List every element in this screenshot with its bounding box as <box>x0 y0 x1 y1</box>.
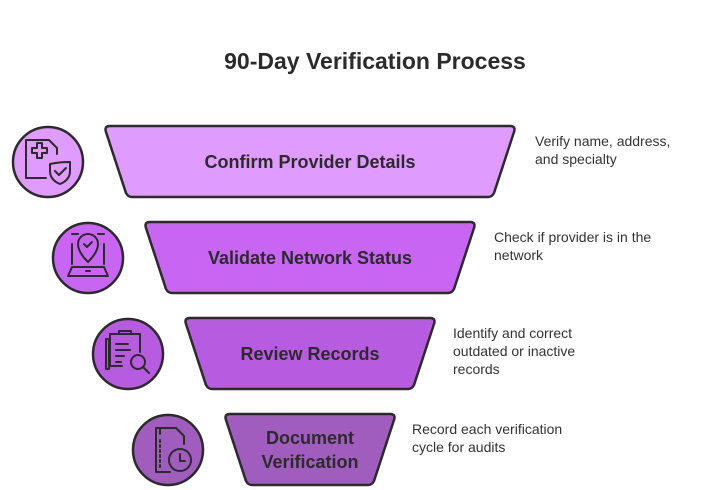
stage-description: Verify name, address, and specialty <box>535 133 671 167</box>
laptop-location-check-icon <box>67 233 109 277</box>
funnel-stage-1 <box>104 124 516 199</box>
funnel-stage-2 <box>144 220 476 295</box>
clipboard-search-icon <box>105 330 150 374</box>
stage-label: Document Verification <box>261 427 359 472</box>
funnel-stage-3 <box>184 316 436 391</box>
diagram-title: 90-Day Verification Process <box>224 48 526 74</box>
stage-label: Review Records <box>240 343 380 364</box>
stage-label: Validate Network Status <box>207 247 413 268</box>
document-clock-icon <box>155 427 192 473</box>
icon-circle-3 <box>91 317 165 391</box>
icon-circle-1 <box>11 125 85 199</box>
stage-description: Record each verification cycle for audit… <box>412 421 563 455</box>
stage-label: Confirm Provider Details <box>204 151 416 172</box>
stage-description: Identify and correct outdated or inactiv… <box>453 325 576 377</box>
medical-document-shield-icon <box>25 139 71 185</box>
icon-circle-4 <box>131 413 205 487</box>
stage-description: Check if provider is in the network <box>494 229 652 263</box>
funnel-stage-4 <box>224 412 396 487</box>
